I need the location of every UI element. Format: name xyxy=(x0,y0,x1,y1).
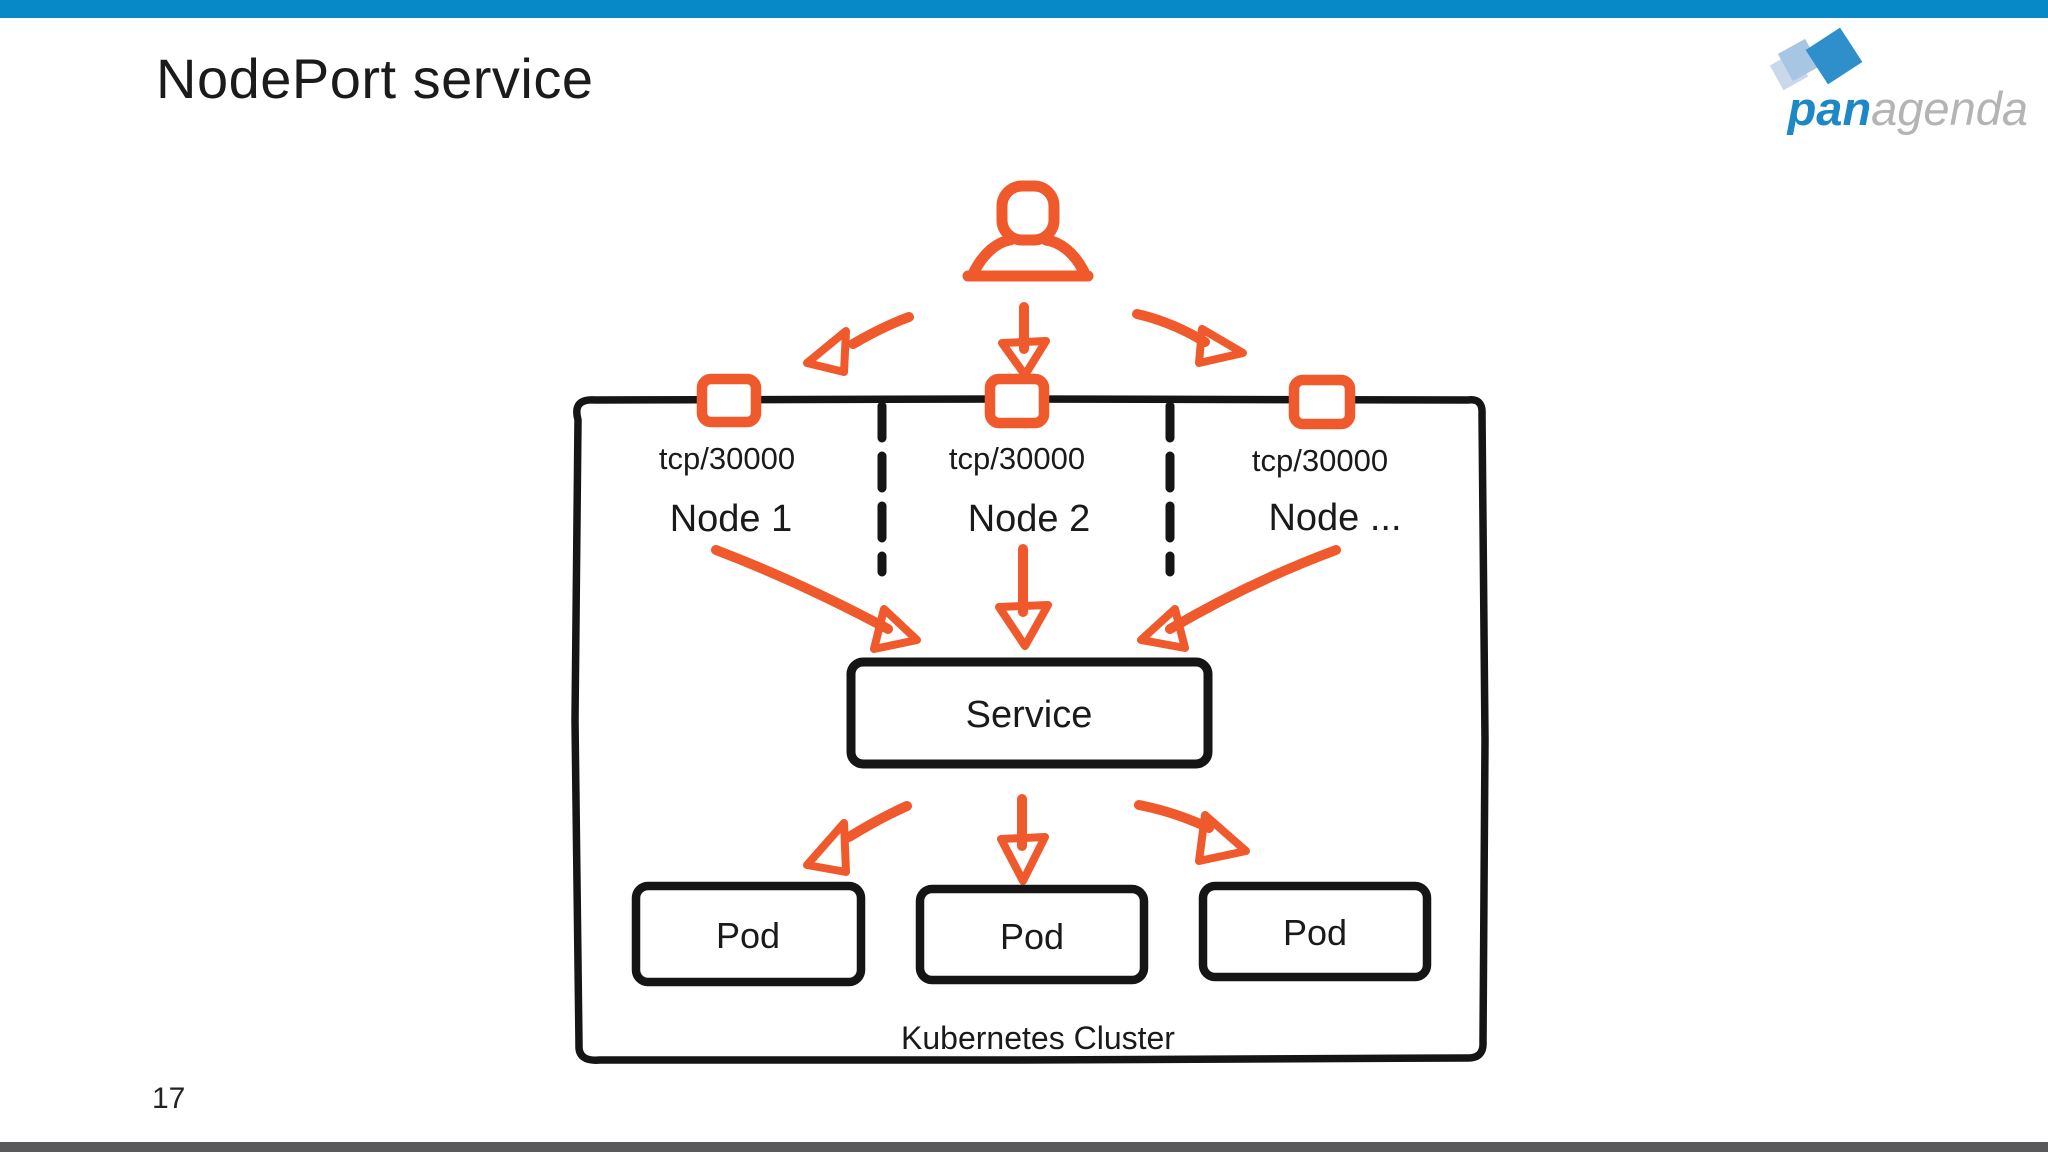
node-label: Node ... xyxy=(1268,497,1401,539)
page-number: 17 xyxy=(152,1082,186,1115)
footer-bar xyxy=(0,1142,2048,1152)
service-box xyxy=(846,657,1213,769)
arrow-service-to-pod2-icon xyxy=(997,794,1049,885)
port-label: tcp/30000 xyxy=(659,441,795,476)
arrow-service-to-pod3-icon xyxy=(1134,800,1250,865)
logo-text-pan: pan xyxy=(1787,82,1872,135)
pod-label: Pod xyxy=(1000,916,1064,957)
cluster-label: Kubernetes Cluster xyxy=(901,1020,1175,1056)
arrow-user-to-node2-icon xyxy=(998,302,1050,379)
arrow-node3-to-service-icon xyxy=(1137,545,1341,652)
panagenda-logo-text: panagenda xyxy=(1788,85,2028,132)
port-label: tcp/30000 xyxy=(949,441,1085,476)
nodeport-square-icon xyxy=(984,373,1050,429)
pod-label: Pod xyxy=(716,915,780,956)
arrow-node1-to-service-icon xyxy=(711,545,921,653)
panagenda-logo: panagenda xyxy=(1690,24,2042,136)
pod-box xyxy=(1198,881,1432,982)
arrow-node2-to-service-icon xyxy=(995,544,1052,650)
user-icon xyxy=(962,180,1094,282)
page-title: NodePort service xyxy=(156,47,594,110)
panagenda-diamonds-icon xyxy=(1769,27,1863,91)
pod-box xyxy=(915,884,1149,985)
pod-label: Pod xyxy=(1283,912,1347,953)
nodeport-square-icon xyxy=(696,373,762,428)
nodeport-square-icon xyxy=(1288,374,1356,430)
pod-box xyxy=(631,881,866,987)
arrow-user-to-node1-icon xyxy=(803,312,914,376)
logo-text-agenda: agenda xyxy=(1871,82,2028,135)
node-label: Node 2 xyxy=(968,498,1091,540)
top-accent-bar xyxy=(0,0,2048,18)
arrow-user-to-node3-icon xyxy=(1132,309,1247,367)
service-label: Service xyxy=(966,694,1093,736)
arrow-service-to-pod1-icon xyxy=(803,801,912,876)
port-label: tcp/30000 xyxy=(1252,443,1388,478)
kubernetes-cluster-box xyxy=(571,395,1489,1064)
node-label: Node 1 xyxy=(670,498,793,540)
